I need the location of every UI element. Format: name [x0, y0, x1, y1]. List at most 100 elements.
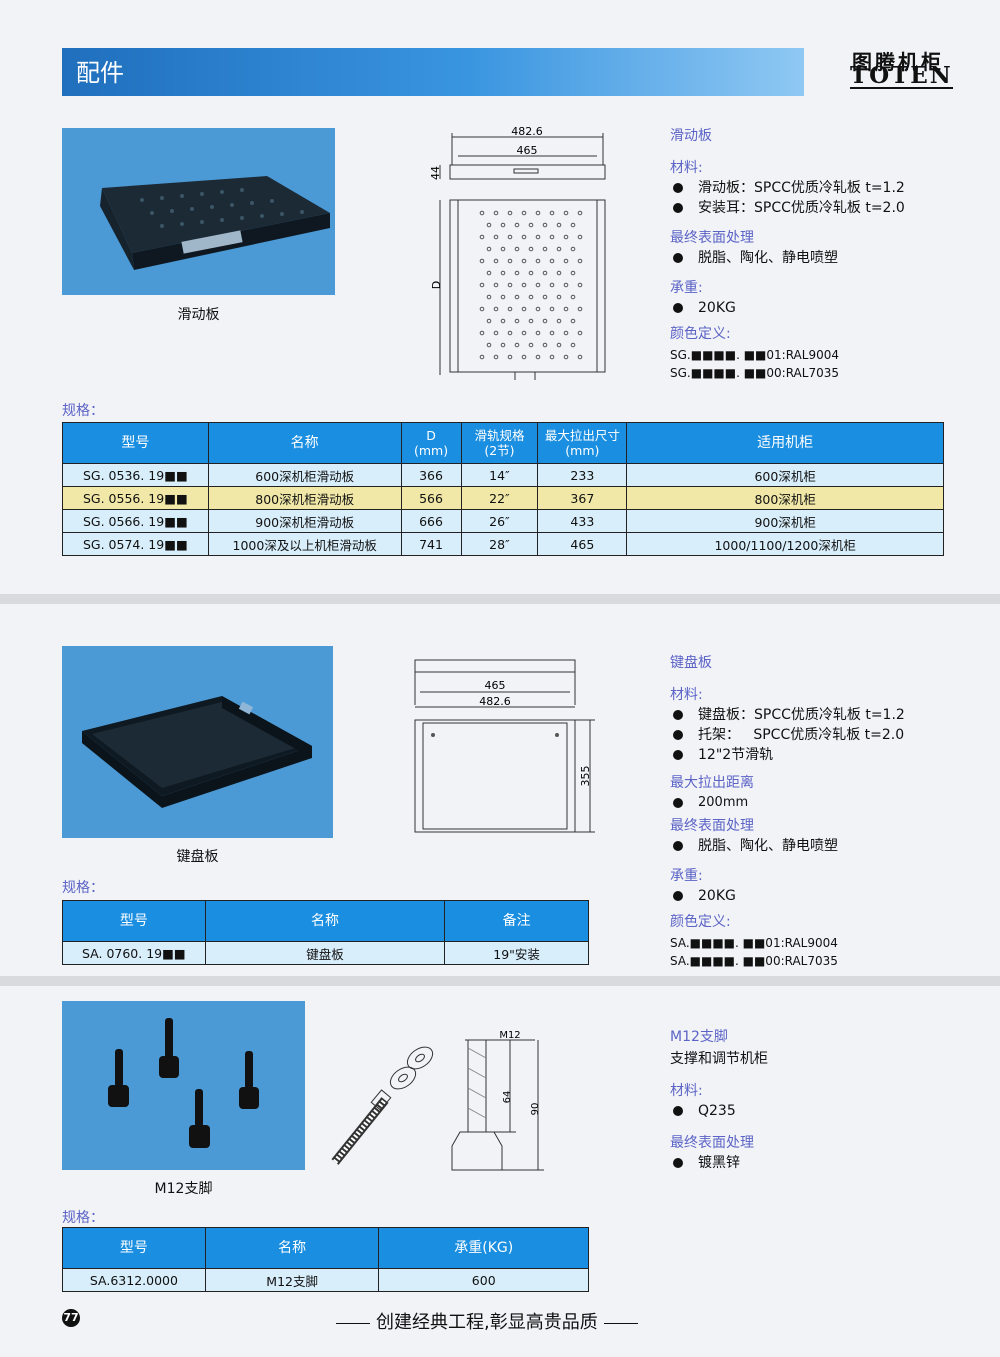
- cell: 14″: [460, 463, 539, 487]
- slogan-dash-right: [603, 1322, 638, 1324]
- info-title: 滑动板: [670, 128, 712, 144]
- sliding-shelf-spec-table: 型号 名称 D (mm) 滑轨规格 (2节) 最大拉出尺寸 (mm) 适用机柜 …: [62, 422, 944, 556]
- cell: 1000/1100/1200深机柜: [626, 532, 944, 556]
- dim-depth: 355: [579, 766, 592, 787]
- m12-foot-illustration: [108, 1018, 259, 1148]
- dim-width-inner: 465: [485, 679, 506, 692]
- finish-item: 脱脂、陶化、静电喷塑: [670, 248, 970, 268]
- cell: SA.6312.0000: [62, 1268, 206, 1292]
- cell: 19"安装: [444, 941, 589, 965]
- load-item: 20KG: [670, 298, 970, 318]
- sliding-shelf-drawing: 482.6 465 44 D: [420, 125, 620, 383]
- table-row: SG. 0556. 19■■ 800深机柜滑动板 566 22″ 367 800…: [62, 486, 944, 510]
- sliding-shelf-info: 滑动板 材料: 滑动板：SPCC优质冷轧板 t=1.2 安装耳：SPCC优质冷轧…: [670, 126, 970, 382]
- spec-label: 规格：: [62, 880, 104, 896]
- color-item: SA.■■■■. ■■01:RAL9004: [670, 936, 838, 950]
- pull-item: 200mm: [670, 793, 970, 813]
- col-header: 型号: [62, 422, 209, 464]
- material-heading: 材料:: [670, 687, 703, 703]
- keyboard-shelf-spec-table: 型号 名称 备注 SA. 0760. 19■■ 键盘板 19"安装: [62, 900, 589, 965]
- sliding-shelf-photo: [62, 128, 335, 295]
- m12-foot-spec-table: 型号 名称 承重(KG) SA.6312.0000 M12支脚 600: [62, 1227, 589, 1292]
- material-item: 12"2节滑轨: [670, 745, 970, 765]
- cell: 741: [400, 532, 462, 556]
- col-header: 名称: [207, 422, 402, 464]
- slogan-dash-left: [336, 1322, 370, 1324]
- cell: 600: [378, 1268, 589, 1292]
- m12-foot-caption: M12支脚: [154, 1181, 213, 1197]
- info-title: M12支脚: [670, 1029, 728, 1045]
- finish-heading: 最终表面处理: [670, 1135, 754, 1151]
- color-heading: 颜色定义:: [670, 326, 731, 342]
- brand-logo-en: TOTEN: [850, 62, 953, 89]
- col-header: D (mm): [400, 422, 462, 464]
- load-heading: 承重:: [670, 868, 703, 884]
- color-item: SA.■■■■. ■■00:RAL7035: [670, 954, 838, 968]
- finish-item: 脱脂、陶化、静电喷塑: [670, 836, 970, 856]
- dim-depth: D: [430, 281, 443, 289]
- cell: 233: [537, 463, 628, 487]
- material-item: 托架： SPCC优质冷轧板 t=2.0: [670, 725, 970, 745]
- info-title: 键盘板: [670, 655, 712, 671]
- cell: 433: [537, 509, 628, 533]
- cell: 366: [400, 463, 462, 487]
- m12-foot-info: M12支脚 支撑和调节机柜 材料: Q235 最终表面处理 镀黑锌: [670, 1027, 970, 1173]
- col-header: 名称: [204, 1227, 380, 1269]
- cell: 键盘板: [204, 941, 446, 965]
- pull-heading: 最大拉出距离: [670, 775, 754, 791]
- dim-width-inner: 465: [517, 144, 538, 157]
- col-header: 名称: [204, 900, 446, 942]
- finish-item: 镀黑锌: [670, 1153, 970, 1173]
- section-divider: [0, 976, 1000, 986]
- table-row: SA.6312.0000 M12支脚 600: [62, 1268, 589, 1292]
- material-heading: 材料:: [670, 160, 703, 176]
- finish-heading: 最终表面处理: [670, 818, 754, 834]
- table-row: SA. 0760. 19■■ 键盘板 19"安装: [62, 941, 589, 965]
- m12-foot-photo: [62, 1001, 305, 1170]
- table-row: SG. 0566. 19■■ 900深机柜滑动板 666 26″ 433 900…: [62, 509, 944, 533]
- cell: 900深机柜: [626, 509, 944, 533]
- finish-heading: 最终表面处理: [670, 230, 754, 246]
- cell: 28″: [460, 532, 539, 556]
- dim-total-height: 90: [530, 1103, 541, 1116]
- dim-width-outer: 482.6: [479, 695, 511, 708]
- col-header: 型号: [62, 900, 206, 942]
- cell: 367: [537, 486, 628, 510]
- col-header: 型号: [62, 1227, 206, 1269]
- cell: SG. 0574. 19■■: [62, 532, 209, 556]
- dim-thread-length: 64: [502, 1091, 513, 1104]
- col-header: 滑轨规格 (2节): [460, 422, 539, 464]
- cell: 1000深及以上机柜滑动板: [207, 532, 402, 556]
- load-item: 20KG: [670, 886, 970, 906]
- footer-slogan: 创建经典工程,彰显高贵品质: [330, 1308, 644, 1334]
- dim-width-outer: 482.6: [511, 125, 543, 138]
- spec-label: 规格：: [62, 1210, 104, 1226]
- material-heading: 材料:: [670, 1083, 703, 1099]
- spec-label: 规格：: [62, 403, 104, 419]
- cell: M12支脚: [204, 1268, 380, 1292]
- col-header: 最大拉出尺寸 (mm): [537, 422, 628, 464]
- sliding-shelf-illustration: [100, 176, 330, 270]
- section-banner: 配件: [62, 48, 804, 96]
- material-item: 键盘板：SPCC优质冷轧板 t=1.2: [670, 705, 970, 725]
- load-heading: 承重:: [670, 280, 703, 296]
- info-description: 支撑和调节机柜: [670, 1051, 768, 1067]
- keyboard-shelf-drawing: 465 482.6 355: [405, 655, 605, 840]
- cell: 600深机柜滑动板: [207, 463, 402, 487]
- cell: 900深机柜滑动板: [207, 509, 402, 533]
- material-item: Q235: [670, 1101, 970, 1121]
- cell: SG. 0566. 19■■: [62, 509, 209, 533]
- slogan-text: 创建经典工程,彰显高贵品质: [376, 1312, 598, 1333]
- dim-thread: M12: [499, 1030, 520, 1041]
- section-title: 配件: [76, 59, 124, 87]
- col-header: 承重(KG): [378, 1227, 589, 1269]
- keyboard-shelf-illustration: [82, 696, 312, 808]
- cell: SA. 0760. 19■■: [62, 941, 206, 965]
- table-row: SG. 0574. 19■■ 1000深及以上机柜滑动板 741 28″ 465…: [62, 532, 944, 556]
- cell: 666: [400, 509, 462, 533]
- cell: 600深机柜: [626, 463, 944, 487]
- sliding-shelf-caption: 滑动板: [177, 307, 220, 323]
- section-divider: [0, 594, 1000, 604]
- brand-logo-cn: 图腾机柜: [852, 50, 944, 74]
- keyboard-shelf-photo: [62, 646, 333, 838]
